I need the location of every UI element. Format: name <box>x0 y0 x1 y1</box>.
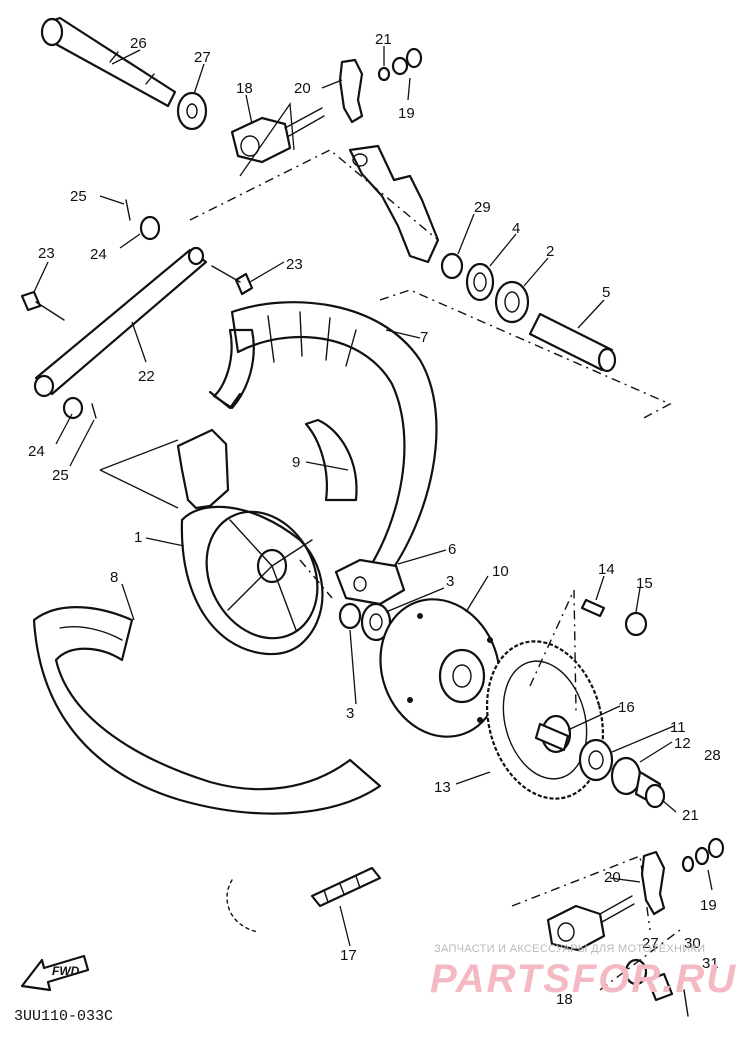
callout-12: 12 <box>674 735 691 752</box>
callout-4: 4 <box>512 220 520 237</box>
callout-2: 2 <box>546 243 554 260</box>
brake-disc-part-9 <box>304 418 358 502</box>
fwd-label: FWD <box>52 964 80 978</box>
cotter-pin-25-top <box>125 199 131 221</box>
callout-17: 17 <box>340 947 357 964</box>
callout-25-bottom: 25 <box>52 467 69 484</box>
nut-washer-bottom <box>681 837 725 873</box>
bearing-part-11 <box>578 738 614 782</box>
callout-20-bottom: 20 <box>604 869 621 886</box>
bolt-part-23-right <box>211 265 254 296</box>
caliper-bracket <box>348 144 440 264</box>
callout-24-top: 24 <box>90 246 107 263</box>
callout-3-bottom: 3 <box>346 705 354 722</box>
callout-28: 28 <box>704 747 721 764</box>
callout-10: 10 <box>492 563 509 580</box>
callout-23-left: 23 <box>38 245 55 262</box>
cotter-pin-31 <box>683 989 689 1017</box>
callout-27: 27 <box>194 49 211 66</box>
fwd-arrow: FWD <box>20 954 90 992</box>
collar-part-24-top <box>139 215 161 241</box>
diagram-code: 3UU110-033C <box>14 1008 113 1025</box>
callout-20-top: 20 <box>294 80 311 97</box>
callout-21-bottom: 21 <box>682 807 699 824</box>
callout-7: 7 <box>420 329 428 346</box>
bolt-part-14 <box>580 598 606 618</box>
callout-24-bottom: 24 <box>28 443 45 460</box>
washer-part-27-bottom <box>624 958 648 986</box>
callout-25-top: 25 <box>70 188 87 205</box>
bearing-part-3-front <box>338 602 362 630</box>
adjuster-plate-top-20 <box>338 58 364 124</box>
callout-27-bottom: 27 <box>642 935 659 952</box>
tire-part-7 <box>208 301 438 582</box>
callout-29: 29 <box>474 199 491 216</box>
callout-13: 13 <box>434 779 451 796</box>
chain-adjuster-bottom-18 <box>546 895 635 952</box>
drive-chain-part-17 <box>226 866 382 933</box>
nut-part-30 <box>646 972 674 1002</box>
callout-15: 15 <box>636 575 653 592</box>
tire-front-crescent <box>32 606 382 815</box>
callout-31: 31 <box>702 955 719 972</box>
cap-part-28 <box>634 770 666 809</box>
cotter-pin-25-bottom <box>91 403 97 419</box>
callout-6: 6 <box>448 541 456 558</box>
nut-washer-top <box>377 47 423 82</box>
callout-19-top: 19 <box>398 105 415 122</box>
callout-26: 26 <box>130 35 147 52</box>
washer-part-27 <box>176 91 208 131</box>
callout-3-top: 3 <box>446 573 454 590</box>
watermark-tagline: ЗАПЧАСТИ И АКСЕССУАРЫ ДЛЯ МОТОТЕХНИКИ <box>434 943 705 955</box>
callout-23-right: 23 <box>286 256 303 273</box>
caliper-bracket-part-6 <box>334 558 406 606</box>
callout-22: 22 <box>138 368 155 385</box>
axle-part-26 <box>40 16 177 108</box>
sprocket-hub-part-10 <box>379 598 501 738</box>
adjuster-plate-bottom-20 <box>640 850 666 916</box>
callout-16: 16 <box>618 699 635 716</box>
callout-leaders <box>33 46 713 947</box>
bearing-part-2 <box>494 280 530 324</box>
seal-part-4 <box>465 262 495 302</box>
callout-1: 1 <box>134 529 142 546</box>
wheel-hub-part-1 <box>176 428 324 656</box>
spacer-part-29 <box>440 252 464 280</box>
chain-adjuster-top-18 <box>230 107 325 164</box>
collar-part-16 <box>534 722 570 752</box>
callout-11: 11 <box>670 719 686 736</box>
callout-9: 9 <box>292 454 300 471</box>
assembly-lines <box>99 102 681 991</box>
bolt-part-23-left <box>20 290 65 321</box>
callout-18-top: 18 <box>236 80 253 97</box>
torque-rod-part-22 <box>33 246 208 398</box>
callout-14: 14 <box>598 561 615 578</box>
callout-30: 30 <box>684 935 701 952</box>
callout-18-bottom: 18 <box>556 991 573 1008</box>
callout-labels: 26 27 21 18 20 19 25 24 29 4 2 23 23 5 7… <box>28 31 721 1008</box>
callout-19-bottom: 19 <box>700 897 717 914</box>
callout-8: 8 <box>110 569 118 586</box>
watermark-logo: PARTSFOR.RU <box>430 957 737 1001</box>
nut-part-15 <box>624 611 648 637</box>
seal-part-12 <box>610 756 642 796</box>
callout-21-top: 21 <box>375 31 392 48</box>
collar-part-5 <box>528 312 617 373</box>
callout-5: 5 <box>602 284 610 301</box>
collar-part-24-bottom <box>62 396 84 420</box>
